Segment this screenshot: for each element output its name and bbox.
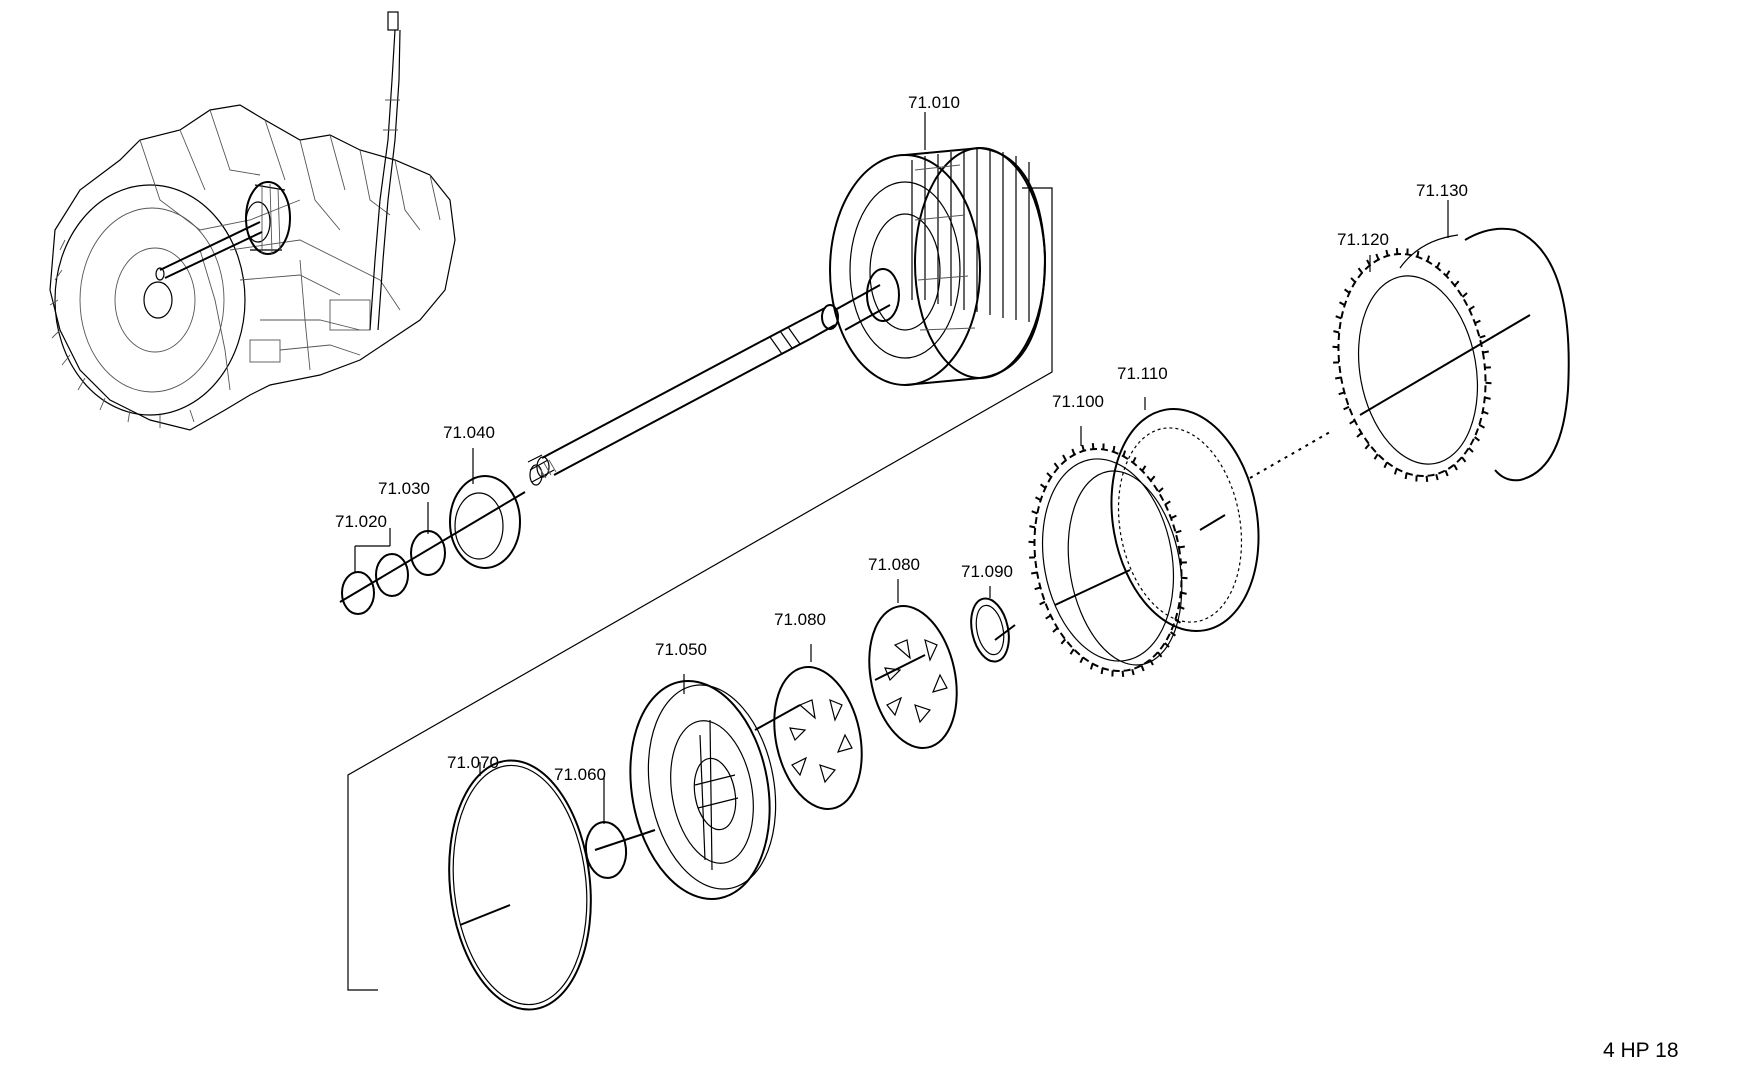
lined-disc-71110	[1110, 407, 1260, 633]
label-71050: 71.050	[655, 640, 707, 659]
lower-axis	[459, 514, 1226, 926]
label-71080-b: 71.080	[868, 555, 920, 574]
label-71110: 71.110	[1117, 364, 1168, 383]
transmission-overview-illustration	[49, 11, 456, 431]
seal-ring-71030	[410, 530, 446, 576]
seal-ring-71020-a	[341, 571, 375, 615]
label-71030: 71.030	[378, 479, 430, 498]
end-plate-teeth-path	[1332, 248, 1492, 482]
end-plate-71120	[1337, 252, 1487, 478]
snap-ring-71090	[970, 597, 1010, 663]
model-designation: 4 HP 18	[1603, 1039, 1679, 1062]
label-71090: 71.090	[961, 562, 1013, 581]
label-71060: 71.060	[554, 765, 606, 784]
thrust-washer-71040	[449, 475, 521, 569]
drum-and-shaft-assembly	[527, 146, 1047, 486]
outer-disc-71100	[1033, 447, 1183, 673]
retaining-ring-71130	[1399, 227, 1570, 482]
label-71080-a: 71.080	[774, 610, 826, 629]
seal-ring-71020-b	[375, 553, 409, 597]
upper-left-axis	[339, 491, 526, 603]
spring-plate-71080-a	[773, 666, 863, 810]
spring-plate-71080-b	[868, 605, 958, 749]
assembly-bracket-outline	[347, 187, 1053, 991]
label-71020: 71.020	[335, 512, 387, 531]
label-71100: 71.100	[1052, 392, 1104, 411]
label-71130: 71.130	[1416, 181, 1468, 200]
large-o-ring-71070	[448, 759, 592, 1011]
leader-lines	[354, 112, 1449, 824]
dotted-axis	[1249, 431, 1331, 479]
piston-71050	[629, 680, 777, 900]
upper-right-axis	[1359, 314, 1531, 416]
outer-disc-teeth-path	[1028, 443, 1188, 677]
label-71070: 71.070	[447, 753, 499, 772]
outer-disc-teeth	[1028, 443, 1188, 677]
label-71040: 71.040	[443, 423, 495, 442]
end-plate-teeth	[1332, 248, 1492, 482]
label-71010: 71.010	[908, 93, 960, 112]
label-71120: 71.120	[1337, 230, 1389, 249]
small-o-ring-71060	[584, 821, 628, 879]
